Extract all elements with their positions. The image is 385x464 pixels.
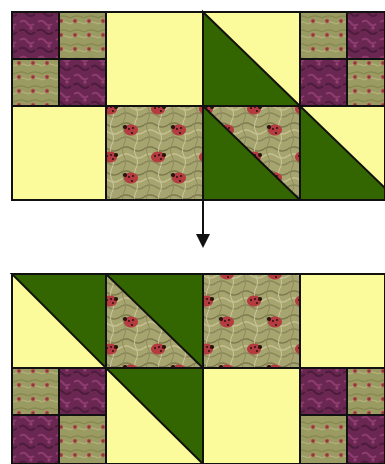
half-square-triangle-right-top	[300, 106, 385, 200]
top-quilt-row	[12, 12, 385, 200]
yellow-square	[12, 106, 106, 200]
yellow-square	[203, 368, 300, 464]
ladybug-square	[203, 274, 300, 368]
ladybug-square	[106, 106, 203, 200]
four-patch-bottom-right	[300, 368, 385, 464]
half-square-triangle-bottom-left	[12, 274, 106, 368]
down-arrow-icon	[196, 200, 210, 248]
yellow-square	[300, 274, 385, 368]
bottom-quilt-row	[12, 274, 385, 464]
half-square-triangle-bottom-middle	[106, 274, 203, 368]
four-patch-top-left	[12, 12, 106, 106]
four-patch-bottom-left	[12, 368, 106, 464]
yellow-square	[106, 12, 203, 106]
four-patch-top-right	[300, 12, 385, 106]
half-square-triangle-ladybug-top	[203, 106, 300, 200]
half-square-triangle-top-middle	[203, 12, 300, 106]
half-square-triangle-bottom-center	[106, 368, 203, 464]
